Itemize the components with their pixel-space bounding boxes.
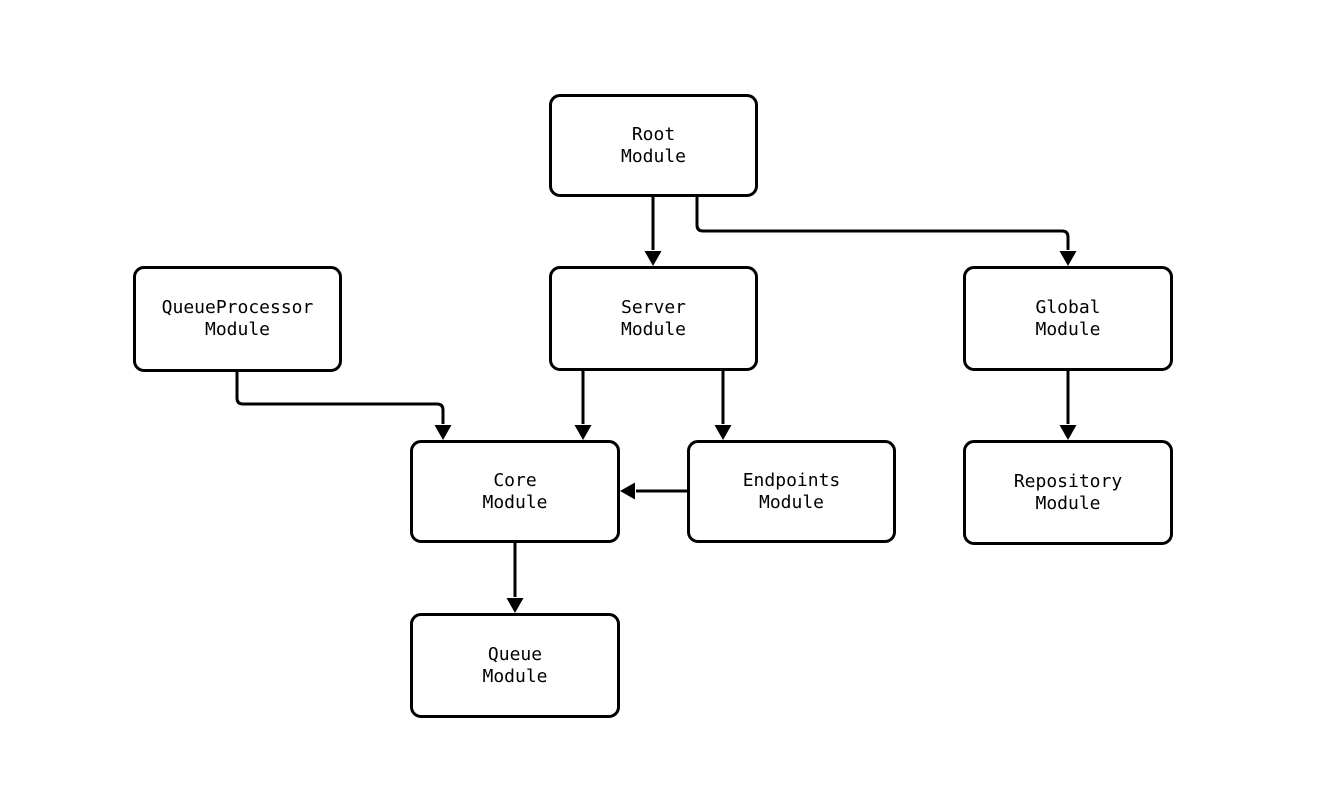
node-core-module[interactable]: Core Module [410, 440, 620, 543]
edge-root-to-global [695, 197, 1070, 250]
node-queueprocessor-module[interactable]: QueueProcessor Module [133, 266, 342, 372]
edge-queueprocessor-to-core [235, 372, 445, 424]
node-endpoints-module-line1: Endpoints [742, 469, 841, 491]
node-core-module-line2: Module [482, 491, 548, 513]
arrowhead-server-to-core [574, 425, 592, 440]
node-server-module[interactable]: Server Module [549, 266, 758, 371]
node-server-module-line2: Module [620, 318, 687, 340]
arrowhead-global-to-repository [1059, 425, 1077, 440]
arrowhead-root-to-global [1059, 251, 1077, 266]
node-global-module-line2: Module [1035, 318, 1101, 340]
node-repository-module-line2: Module [1035, 492, 1101, 514]
arrowhead-core-to-queue [506, 598, 524, 613]
node-queueprocessor-module-line1: QueueProcessor [161, 297, 314, 318]
node-endpoints-module-line2: Module [758, 491, 825, 513]
node-endpoints-module[interactable]: Endpoints Module [687, 440, 896, 543]
arrowhead-root-to-server [644, 251, 662, 266]
node-queueprocessor-module-line2: Module [204, 319, 271, 340]
node-repository-module-line1: Repository [1013, 470, 1123, 492]
node-queue-module[interactable]: Queue Module [410, 613, 620, 718]
node-repository-module[interactable]: Repository Module [963, 440, 1173, 545]
node-queue-module-line2: Module [482, 665, 548, 687]
arrowhead-server-to-endpoints [714, 425, 732, 440]
arrowhead-endpoints-to-core [620, 482, 635, 500]
node-server-module-line1: Server [620, 296, 687, 318]
node-global-module[interactable]: Global Module [963, 266, 1173, 371]
node-root-module[interactable]: Root Module [549, 94, 758, 197]
node-core-module-line1: Core [493, 469, 537, 491]
node-root-module-line1: Root [631, 123, 676, 145]
arrowhead-queueprocessor-to-core [434, 425, 452, 440]
node-queue-module-line1: Queue [487, 643, 543, 665]
node-root-module-line2: Module [620, 145, 687, 167]
node-global-module-line1: Global [1035, 296, 1101, 318]
